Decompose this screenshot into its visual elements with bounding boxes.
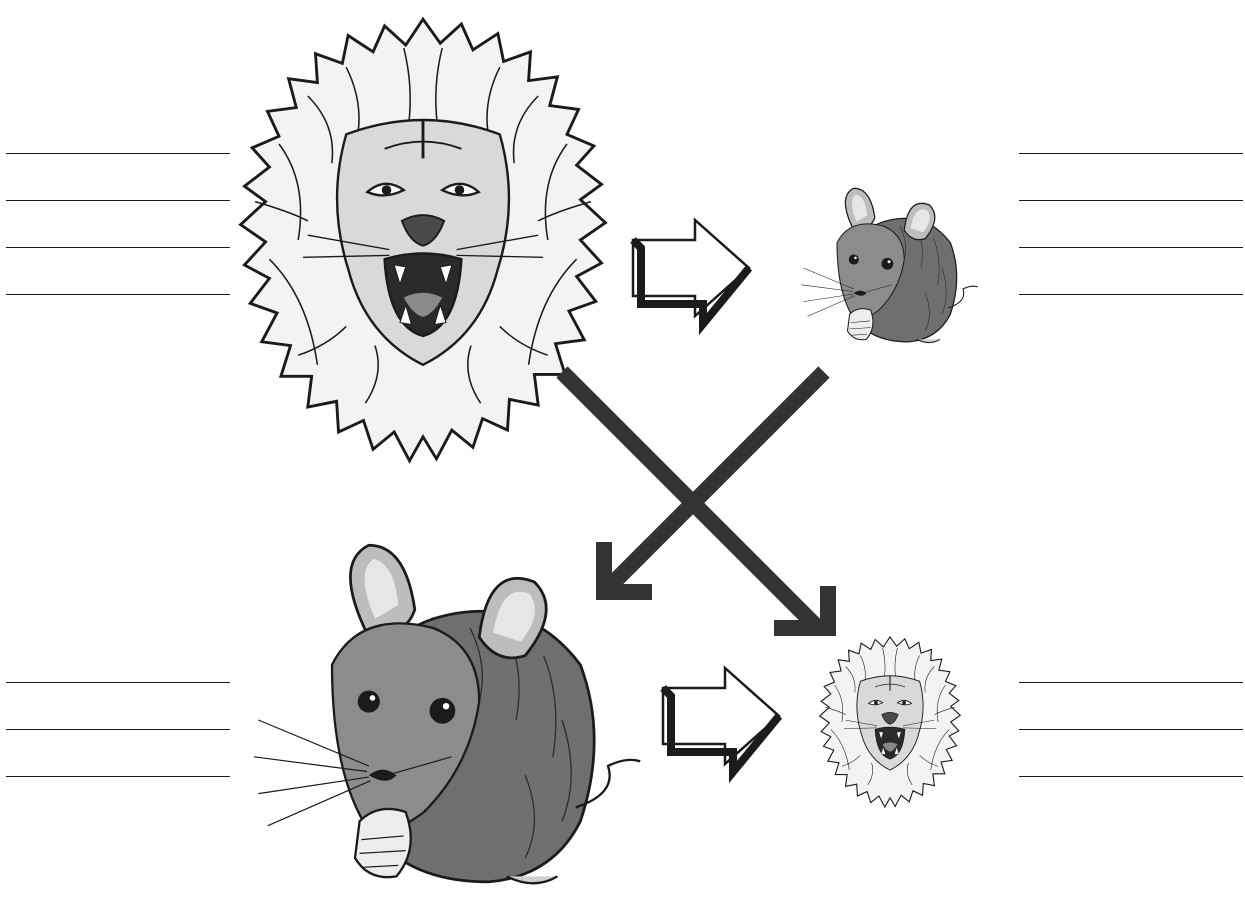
small-lion-icon [820,637,961,807]
transform-arrow-top-icon [633,220,749,324]
large-mouse-icon [254,545,640,883]
small-mouse-icon [801,188,977,342]
cross-arrow-mouse-to-big-mouse-icon [604,372,824,592]
large-lion-icon [241,19,606,461]
transform-arrow-bottom-icon [663,668,779,772]
